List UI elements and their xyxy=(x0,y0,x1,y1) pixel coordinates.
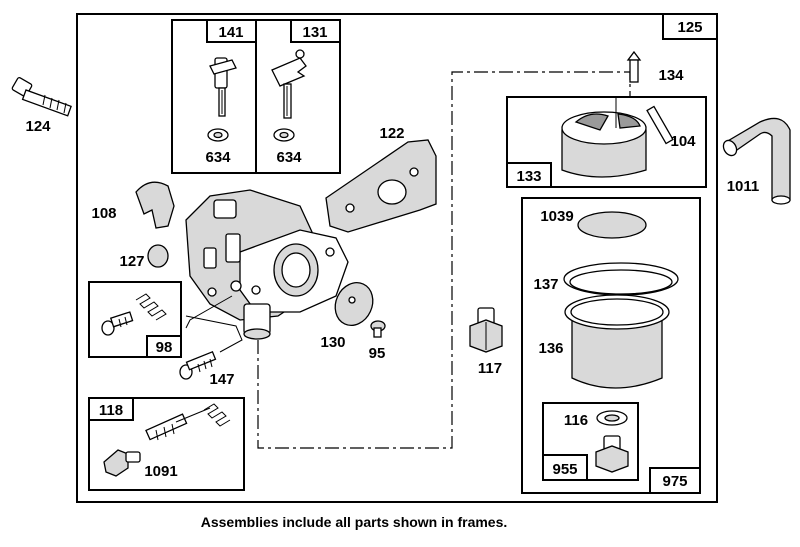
frame-98 xyxy=(88,281,182,358)
part-label-124: 124 xyxy=(25,118,51,135)
frame-118-label-box xyxy=(88,397,134,421)
bolt-124-part xyxy=(11,77,72,117)
part-label-117: 117 xyxy=(478,360,502,377)
frame-131-label: 131 xyxy=(302,24,327,41)
frame-98-label-box xyxy=(146,335,182,358)
frame-133 xyxy=(506,96,707,188)
screw-98-part xyxy=(101,311,134,336)
frame-955-label: 955 xyxy=(552,461,577,478)
part-label-137: 137 xyxy=(533,276,558,293)
washer-634-b xyxy=(273,128,295,142)
hose-1011-part xyxy=(722,117,791,205)
part-label-634-a: 634 xyxy=(205,149,231,166)
needle-134-part xyxy=(626,50,642,83)
part-label-634-b: 634 xyxy=(276,149,302,166)
frame-955 xyxy=(542,402,639,481)
part-label-108: 108 xyxy=(91,205,116,222)
bowl-136-part xyxy=(564,294,670,389)
frame-main-label-box xyxy=(662,13,718,40)
frame-975-label: 975 xyxy=(662,473,687,490)
spacer-bore xyxy=(377,179,407,205)
frame-141-label-box xyxy=(206,19,257,43)
frame-141-label: 141 xyxy=(218,24,243,41)
idle-screw-147-part xyxy=(179,350,217,380)
gasket-1039-part xyxy=(577,211,647,239)
frame-975 xyxy=(521,197,701,494)
choke-shaft-part xyxy=(209,57,237,117)
plug-127-part xyxy=(147,244,169,268)
frame-118-label: 118 xyxy=(99,402,123,419)
spacer-hole-b xyxy=(409,167,419,177)
screw-95-part xyxy=(370,320,386,338)
fitting-117-part xyxy=(469,307,503,353)
part-label-134: 134 xyxy=(658,67,684,84)
frame-main-label: 125 xyxy=(677,19,702,36)
frame-955-label-box xyxy=(542,454,588,481)
part-label-95: 95 xyxy=(369,345,386,362)
part-label-1039: 1039 xyxy=(540,208,573,225)
throttle-shaft-part xyxy=(271,49,307,119)
part-label-116: 116 xyxy=(564,412,588,429)
part-label-130: 130 xyxy=(320,334,345,351)
pin-104-part xyxy=(646,105,674,145)
part-label-1091: 1091 xyxy=(144,463,177,480)
needle-1091-part xyxy=(145,407,211,441)
frame-133-label-box xyxy=(506,162,552,188)
frame-133-label: 133 xyxy=(516,168,541,185)
washer-116-part xyxy=(596,410,628,426)
spring-1091-part xyxy=(203,403,231,427)
part-label-104: 104 xyxy=(670,133,696,150)
bowl-nut-955-part xyxy=(595,435,629,473)
frame-main xyxy=(76,13,718,503)
part-label-136: 136 xyxy=(538,340,563,357)
choke-plate-108-part xyxy=(135,181,175,229)
frame-118 xyxy=(88,397,245,491)
throttle-plate-hole xyxy=(348,296,356,304)
throttle-plate-130-part xyxy=(334,282,374,326)
frame-975-label-box xyxy=(649,467,701,494)
part-label-147: 147 xyxy=(209,371,234,388)
leader-98 xyxy=(185,295,233,329)
float-133-part xyxy=(561,96,647,178)
nozzle-1091-part xyxy=(103,449,141,477)
part-label-1011: 1011 xyxy=(727,178,760,195)
washer-634-a xyxy=(207,128,229,142)
carburetor-body-part xyxy=(185,189,349,340)
leader-147 xyxy=(185,315,243,353)
part-label-122: 122 xyxy=(379,125,404,142)
caption: Assemblies include all parts shown in fr… xyxy=(201,514,508,530)
frame-98-label: 98 xyxy=(156,339,173,356)
oring-137-part xyxy=(563,262,679,296)
part-label-127: 127 xyxy=(119,253,144,270)
spring-98-part xyxy=(135,293,167,321)
frame-131-label-box xyxy=(290,19,341,43)
spacer-hole-a xyxy=(345,203,355,213)
